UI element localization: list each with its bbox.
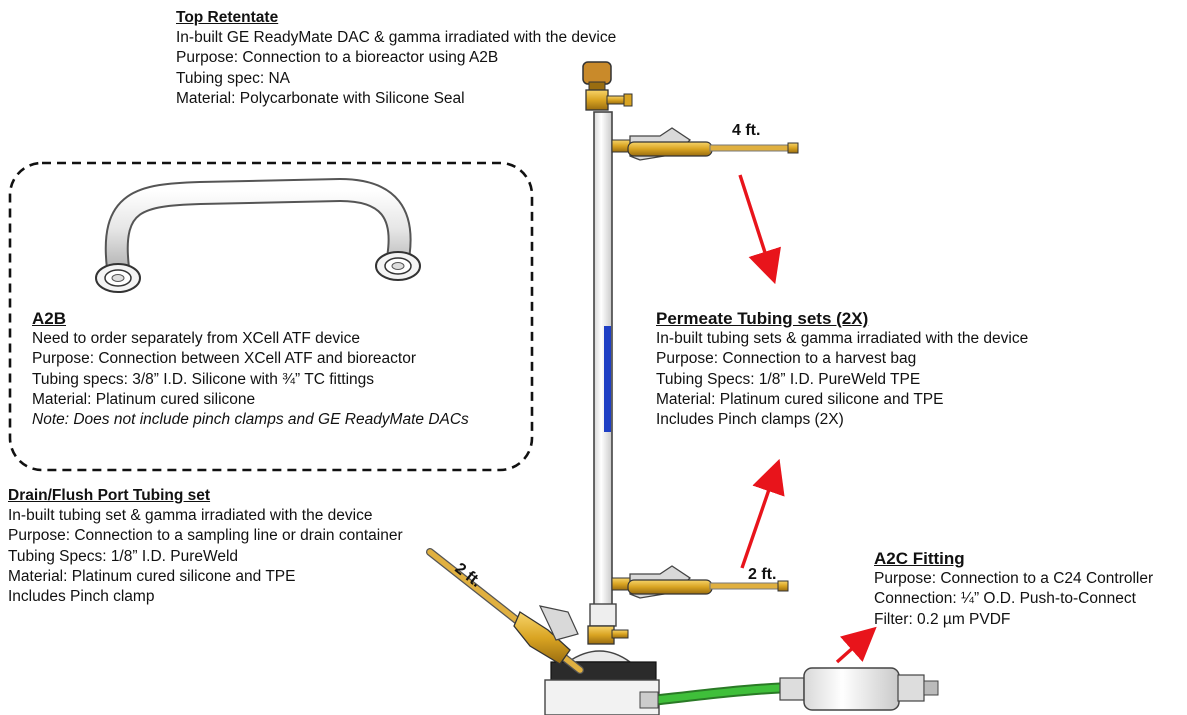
permeate-line: Tubing Specs: 1/8” I.D. PureWeld TPE (656, 370, 921, 388)
drain-title: Drain/Flush Port Tubing set (8, 487, 211, 504)
drain-line: Purpose: Connection to a sampling line o… (8, 527, 403, 545)
a2b-note: Note: Does not include pinch clamps and … (32, 411, 469, 429)
blue-stripe (604, 326, 611, 432)
length-label-top-permeate: 4 ft. (732, 122, 761, 139)
a2c-line: Purpose: Connection to a C24 Controller (874, 570, 1154, 588)
top-retentate-line: Purpose: Connection to a bioreactor usin… (176, 49, 499, 67)
permeate-line: In-built tubing sets & gamma irradiated … (656, 330, 1029, 348)
arrow-to-a2c (835, 626, 877, 664)
permeate-line: Includes Pinch clamps (2X) (656, 411, 844, 429)
permeate-line: Purpose: Connection to a harvest bag (656, 350, 917, 368)
a2b-line: Material: Platinum cured silicone (32, 390, 256, 408)
arrow-to-top-permeate (738, 174, 781, 285)
a2c-line: Filter: 0.2 µm PVDF (874, 610, 1011, 628)
a2b-block: A2B Need to order separately from XCell … (32, 309, 469, 430)
drain-flush-tubing (426, 548, 584, 674)
a2b-line: Need to order separately from XCell ATF … (32, 330, 360, 348)
permeate-block: Permeate Tubing sets (2X) In-built tubin… (656, 309, 1028, 430)
bottom-permeate-tubing (611, 565, 789, 599)
top-retentate-line: Tubing spec: NA (176, 69, 291, 87)
a2c-fitting-assembly (639, 667, 939, 711)
a2c-block: A2C Fitting Purpose: Connection to a C24… (874, 549, 1153, 630)
permeate-title: Permeate Tubing sets (2X) (656, 309, 869, 328)
a2c-line: Connection: ¼” O.D. Push-to-Connect (874, 590, 1136, 608)
top-retentate-line: Material: Polycarbonate with Silicone Se… (176, 89, 465, 107)
a2b-line: Purpose: Connection between XCell ATF an… (32, 350, 416, 368)
a2b-dashed-box (8, 161, 534, 472)
top-retentate-block: Top Retentate In-built GE ReadyMate DAC … (176, 8, 616, 109)
top-permeate-tubing (611, 127, 799, 161)
a2b-title: A2B (32, 309, 67, 328)
top-retentate-connector (582, 61, 633, 111)
permeate-line: Material: Platinum cured silicone and TP… (656, 390, 944, 408)
a2b-line: Tubing specs: 3/8” I.D. Silicone with ¾”… (32, 370, 374, 388)
drain-line: Material: Platinum cured silicone and TP… (8, 567, 296, 585)
top-retentate-title: Top Retentate (176, 9, 279, 26)
arrow-to-bottom-permeate (740, 458, 785, 569)
drain-line: Tubing Specs: 1/8” I.D. PureWeld (8, 547, 239, 565)
a2b-hose-illustration (95, 177, 421, 293)
drain-line: Includes Pinch clamp (8, 588, 155, 606)
a2c-title: A2C Fitting (874, 549, 965, 568)
top-retentate-line: In-built GE ReadyMate DAC & gamma irradi… (176, 29, 617, 47)
drain-block: Drain/Flush Port Tubing set In-built tub… (8, 486, 403, 607)
length-label-bottom-permeate: 2 ft. (748, 566, 777, 583)
atf-main-column (593, 111, 613, 613)
drain-line: In-built tubing set & gamma irradiated w… (8, 507, 373, 525)
